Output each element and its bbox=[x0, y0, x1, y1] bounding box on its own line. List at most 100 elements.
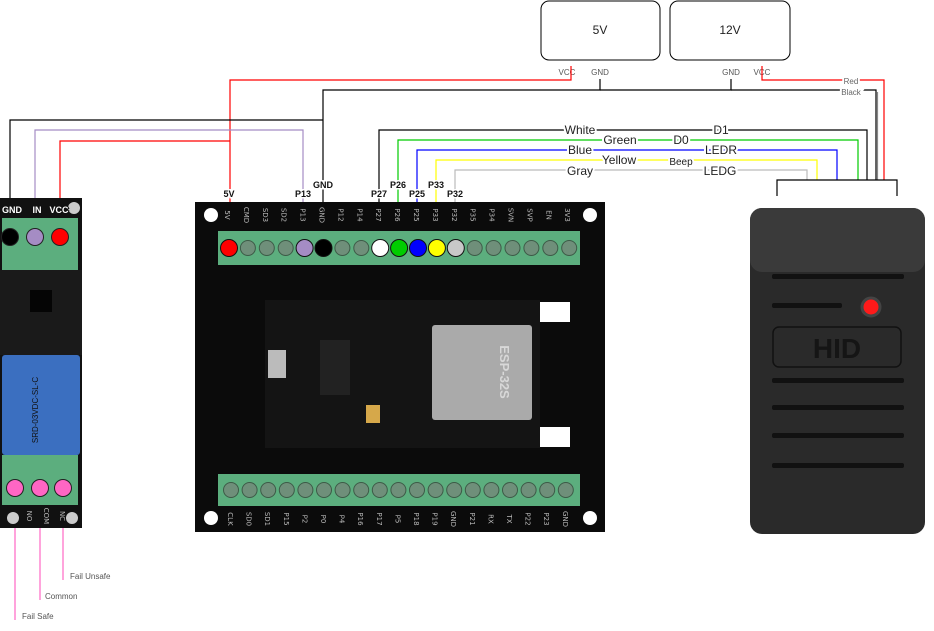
top-terminal-p32[interactable] bbox=[446, 239, 465, 257]
top-terminal-5v[interactable] bbox=[220, 239, 238, 257]
top-pin-label: P12 bbox=[336, 208, 344, 221]
top-terminal-p13[interactable] bbox=[295, 239, 314, 257]
top-pin-label: P33 bbox=[431, 208, 439, 221]
relay-model-text: SRD-03VDC-SL-C bbox=[31, 377, 40, 443]
relay-vcc-terminal[interactable] bbox=[51, 228, 69, 246]
bottom-pin-label: P22 bbox=[524, 512, 532, 525]
bottom-terminal-clk[interactable] bbox=[223, 482, 239, 498]
reader-logo: HID bbox=[813, 333, 861, 364]
wire-5v-vcc bbox=[229, 66, 572, 248]
relay-nc-pin-label: NC bbox=[58, 511, 66, 521]
wire-reader-red bbox=[761, 66, 885, 180]
bottom-pin-label: TX bbox=[505, 513, 513, 523]
bottom-terminal-p17[interactable] bbox=[371, 482, 388, 498]
wire-gnd-12v bbox=[600, 79, 732, 91]
wire-blue-ledr bbox=[416, 149, 838, 248]
bottom-terminal-gnd[interactable] bbox=[557, 482, 574, 498]
psu-5v-gnd-label: GND bbox=[591, 68, 609, 77]
wire-label-blue: Blue bbox=[568, 143, 592, 157]
top-terminal-gnd[interactable] bbox=[314, 239, 333, 257]
top-pin-label: P32 bbox=[450, 208, 458, 221]
bottom-pin-label: P0 bbox=[319, 515, 327, 524]
bottom-pin-label: P17 bbox=[375, 512, 383, 525]
bottom-terminal-p15[interactable] bbox=[278, 482, 295, 498]
reader-cable-bracket bbox=[776, 179, 898, 196]
top-terminal-p26[interactable] bbox=[390, 239, 409, 257]
top-terminal-svp[interactable] bbox=[523, 240, 540, 256]
top-pin-label: 3V3 bbox=[563, 208, 571, 222]
top-pin-label: P13 bbox=[299, 208, 307, 221]
psu-5v-label: 5V bbox=[593, 23, 608, 37]
bottom-terminal-p4[interactable] bbox=[334, 482, 351, 498]
relay-vcc-label: VCC bbox=[49, 205, 69, 215]
bottom-terminal-p22[interactable] bbox=[520, 482, 537, 498]
power-supply-12v: 12V GND VCC bbox=[669, 0, 791, 77]
bottom-terminal-p21[interactable] bbox=[464, 482, 481, 498]
top-terminal-sd3[interactable] bbox=[258, 240, 275, 256]
relay-nc-terminal[interactable] bbox=[54, 479, 72, 497]
top-pin-label: P26 bbox=[393, 208, 401, 222]
top-terminal-3v3[interactable] bbox=[561, 240, 578, 256]
top-terminal-sd2[interactable] bbox=[277, 240, 294, 256]
top-terminal-cmd[interactable] bbox=[239, 240, 256, 256]
wire-relay-in bbox=[34, 129, 304, 248]
wire-label-d0: D0 bbox=[673, 133, 689, 147]
note-common: Common bbox=[45, 592, 77, 601]
relay-in-terminal[interactable] bbox=[26, 228, 44, 246]
relay-com-terminal[interactable] bbox=[31, 479, 49, 497]
top-terminal-p27[interactable] bbox=[371, 239, 390, 257]
bottom-pin-label: SD1 bbox=[263, 512, 271, 526]
top-pin-label: EN bbox=[544, 210, 552, 220]
bottom-terminal-sd0[interactable] bbox=[241, 482, 258, 498]
psu-12v-label: 12V bbox=[719, 23, 740, 37]
top-terminal-svn[interactable] bbox=[504, 240, 521, 256]
bottom-terminal-p23[interactable] bbox=[539, 482, 556, 498]
top-terminal-p34[interactable] bbox=[485, 240, 502, 256]
bottom-terminal-rx[interactable] bbox=[483, 482, 500, 498]
bottom-terminal-tx[interactable] bbox=[502, 482, 518, 498]
bottom-terminal-p5[interactable] bbox=[390, 482, 407, 498]
bottom-pin-label: RX bbox=[486, 514, 494, 524]
bottom-terminal-gnd[interactable] bbox=[446, 482, 463, 498]
reader-black-label: Black bbox=[841, 88, 862, 97]
top-pin-label: SD2 bbox=[280, 208, 288, 222]
bottom-terminal-p16[interactable] bbox=[353, 482, 370, 498]
bottom-terminal-p2[interactable] bbox=[297, 482, 314, 498]
psu-5v-vcc-label: VCC bbox=[559, 68, 576, 77]
top-terminal-p35[interactable] bbox=[466, 240, 483, 256]
relay-com-pin-label: COM bbox=[42, 508, 50, 524]
top-pin-label: P25 bbox=[412, 208, 420, 221]
pin-highlight-label: P26 bbox=[390, 180, 406, 190]
note-fail-unsafe: Fail Unsafe bbox=[70, 572, 111, 581]
top-terminal-p12[interactable] bbox=[334, 240, 351, 256]
top-terminal-p14[interactable] bbox=[353, 240, 370, 256]
bottom-terminal-sd1[interactable] bbox=[260, 482, 277, 498]
top-pin-label: SVP bbox=[525, 208, 533, 221]
bottom-pin-label: P23 bbox=[542, 512, 550, 525]
bottom-terminal-p18[interactable] bbox=[409, 482, 425, 498]
top-terminal-p33[interactable] bbox=[427, 239, 446, 257]
relay-module: SRD-03VDC-SL-C GND IN VCC NO COM NC bbox=[0, 198, 82, 528]
bottom-terminal-p19[interactable] bbox=[427, 482, 444, 498]
relay-in-label: IN bbox=[33, 205, 42, 215]
relay-no-terminal[interactable] bbox=[6, 479, 24, 497]
top-pin-label: SD3 bbox=[261, 208, 269, 222]
bottom-pin-label: GND bbox=[561, 511, 569, 527]
wire-label-beep: Beep bbox=[669, 157, 693, 168]
top-pin-label: 5V bbox=[223, 210, 231, 219]
wires bbox=[9, 66, 898, 620]
bottom-terminal-p0[interactable] bbox=[316, 482, 332, 498]
esp32s-module bbox=[432, 325, 532, 420]
top-terminal-en[interactable] bbox=[542, 240, 559, 256]
wire-label-gray: Gray bbox=[567, 164, 593, 178]
reader-red-label: Red bbox=[844, 77, 859, 86]
relay-gnd-terminal[interactable] bbox=[1, 228, 19, 246]
top-terminal-p25[interactable] bbox=[409, 239, 427, 257]
top-pin-label: P27 bbox=[374, 208, 382, 221]
wire-label-d1: D1 bbox=[713, 123, 729, 137]
wire-reader-black bbox=[731, 89, 877, 180]
